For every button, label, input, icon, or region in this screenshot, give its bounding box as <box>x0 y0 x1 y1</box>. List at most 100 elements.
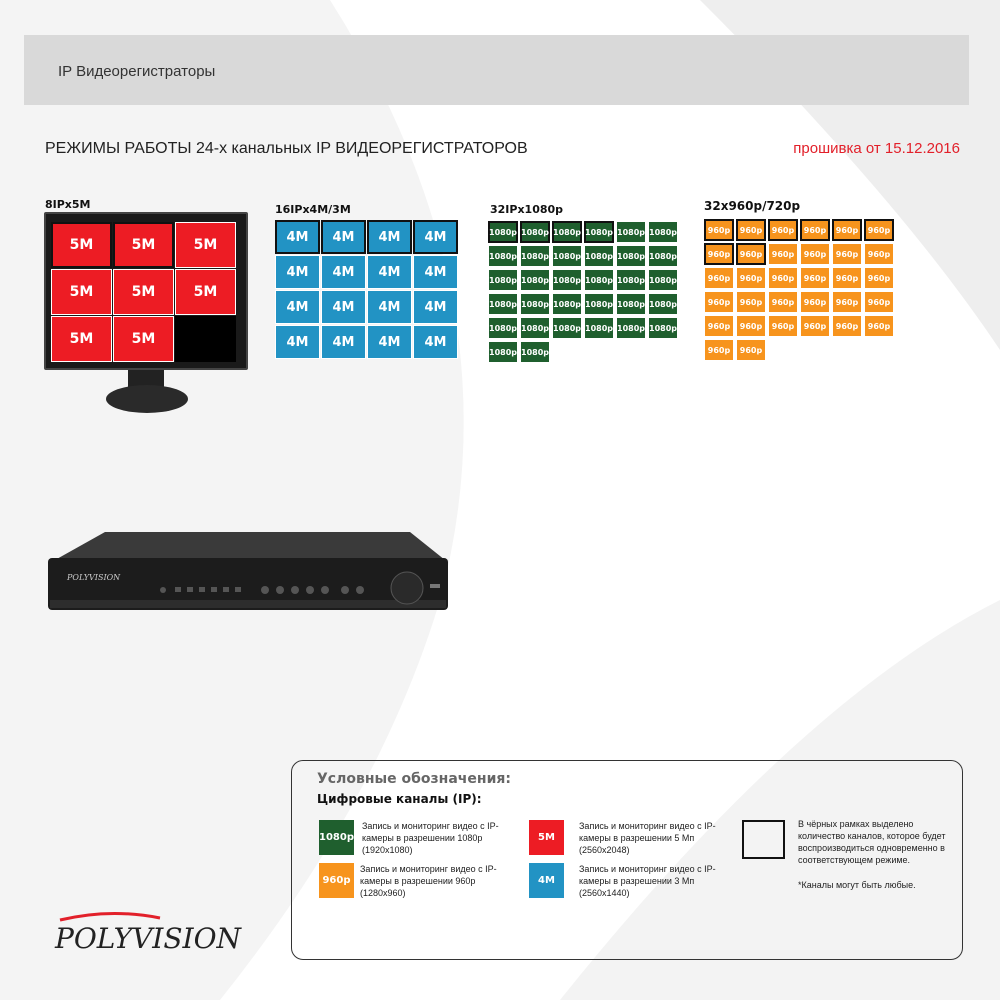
monitor-base <box>106 385 188 413</box>
channel-cell: 1080p <box>488 341 518 363</box>
channel-cell: 960p <box>736 315 766 337</box>
channel-cell: 5M <box>113 222 174 268</box>
channel-cell: 1080p <box>648 293 678 315</box>
channel-cell: 960p <box>768 267 798 289</box>
channel-cell: 960p <box>704 243 734 265</box>
mode-label-8ip: 8IPx5M <box>45 198 91 211</box>
channel-cell: 1080p <box>488 245 518 267</box>
dvr-device-image: POLYVISION <box>48 532 448 610</box>
legend-panel: Условные обозначения: Цифровые каналы (I… <box>291 760 963 960</box>
channel-cell: 1080p <box>648 221 678 243</box>
polyvision-logo: POLYVISION <box>54 911 243 955</box>
channel-cell: 960p <box>704 291 734 313</box>
section-title: РЕЖИМЫ РАБОТЫ 24-х канальных IP ВИДЕОРЕГ… <box>45 140 528 157</box>
channel-cell: 4M <box>275 220 320 254</box>
channel-cell: 960p <box>736 267 766 289</box>
channel-cell: 960p <box>864 243 894 265</box>
channel-cell: 1080p <box>552 221 582 243</box>
channel-cell: 1080p <box>584 317 614 339</box>
channel-cell: 4M <box>367 255 412 289</box>
frame-note: В чёрных рамках выделено количество кана… <box>798 819 946 865</box>
channel-cell: 4M <box>413 290 458 324</box>
channel-cell: 4M <box>321 290 366 324</box>
channel-cell: 960p <box>832 267 862 289</box>
channel-cell: 1080p <box>648 245 678 267</box>
channel-cell: 1080p <box>520 293 550 315</box>
channel-cell: 5M <box>51 269 112 315</box>
channel-cell: 960p <box>736 219 766 241</box>
legend-text-4m: Запись и мониторинг видео с IP-камеры в … <box>579 864 716 898</box>
channel-cell: 1080p <box>584 221 614 243</box>
swatch-960p: 960p <box>319 863 354 898</box>
firmware-date: прошивка от 15.12.2016 <box>793 140 960 157</box>
channel-cell: 5M <box>175 222 236 268</box>
channel-cell: 1080p <box>648 269 678 291</box>
swatch-1080p: 1080p <box>319 820 354 855</box>
swatch-5m: 5M <box>529 820 564 855</box>
channel-cell: 1080p <box>616 245 646 267</box>
channel-cell: 4M <box>413 220 458 254</box>
header-title: IP Видеорегистраторы <box>58 63 216 80</box>
channel-cell: 4M <box>321 255 366 289</box>
channel-cell: 1080p <box>552 317 582 339</box>
legend-text-5m: Запись и мониторинг видео с IP-камеры в … <box>579 821 716 855</box>
channel-cell: 960p <box>800 315 830 337</box>
channel-cell: 1080p <box>584 293 614 315</box>
channel-cell: 960p <box>768 219 798 241</box>
channel-cell: 960p <box>864 219 894 241</box>
channel-cell: 960p <box>736 339 766 361</box>
channel-cell: 960p <box>704 267 734 289</box>
channel-cell: 1080p <box>520 221 550 243</box>
any-channels-note: *Каналы могут быть любые. <box>798 880 916 890</box>
channel-cell: 4M <box>367 220 412 254</box>
channel-cell: 1080p <box>616 293 646 315</box>
channel-cell: 960p <box>800 291 830 313</box>
channel-cell: 960p <box>864 267 894 289</box>
channel-cell: 960p <box>864 315 894 337</box>
channel-cell: 1080p <box>616 269 646 291</box>
channel-cell: 960p <box>736 243 766 265</box>
channel-cell: 4M <box>321 325 366 359</box>
channel-cell: 1080p <box>488 317 518 339</box>
channel-cell: 960p <box>832 315 862 337</box>
channel-cell: 1080p <box>520 317 550 339</box>
legend-subtitle: Цифровые каналы (IP): <box>317 792 482 806</box>
channel-cell: 960p <box>768 315 798 337</box>
channel-cell: 5M <box>113 316 174 362</box>
channel-cell: 4M <box>413 255 458 289</box>
channel-cell: 4M <box>275 255 320 289</box>
channel-cell: 960p <box>704 219 734 241</box>
frame-swatch <box>742 820 785 859</box>
channel-cell: 960p <box>768 243 798 265</box>
channel-cell: 4M <box>275 325 320 359</box>
channel-cell: 5M <box>51 222 112 268</box>
channel-cell: 5M <box>113 269 174 315</box>
svg-text:POLYVISION: POLYVISION <box>54 922 243 955</box>
channel-cell: 1080p <box>520 245 550 267</box>
channel-cell: 1080p <box>488 293 518 315</box>
channel-cell: 1080p <box>552 269 582 291</box>
channel-cell: 1080p <box>552 245 582 267</box>
channel-cell: 960p <box>864 291 894 313</box>
channel-cell: 960p <box>704 339 734 361</box>
channel-cell: 1080p <box>552 293 582 315</box>
page-header: IP Видеорегистраторы <box>24 35 969 105</box>
channel-cell: 4M <box>413 325 458 359</box>
channel-cell: 1080p <box>616 317 646 339</box>
legend-text-1080p: Запись и мониторинг видео с IP-камеры в … <box>362 821 499 855</box>
mode-label-32-960: 32x960p/720p <box>704 199 801 213</box>
channel-cell: 960p <box>832 243 862 265</box>
channel-cell: 960p <box>768 291 798 313</box>
channel-cell: 4M <box>275 290 320 324</box>
channel-cell: 1080p <box>648 317 678 339</box>
dvr-logo: POLYVISION <box>66 573 121 582</box>
channel-cell: 960p <box>800 243 830 265</box>
channel-cell: 5M <box>51 316 112 362</box>
channel-cell: 4M <box>367 325 412 359</box>
legend-text-960p: Запись и мониторинг видео с IP-камеры в … <box>360 864 497 898</box>
channel-cell: 1080p <box>520 269 550 291</box>
mode-label-32ip-1080: 32IPx1080p <box>490 203 564 216</box>
channel-cell: 960p <box>832 219 862 241</box>
